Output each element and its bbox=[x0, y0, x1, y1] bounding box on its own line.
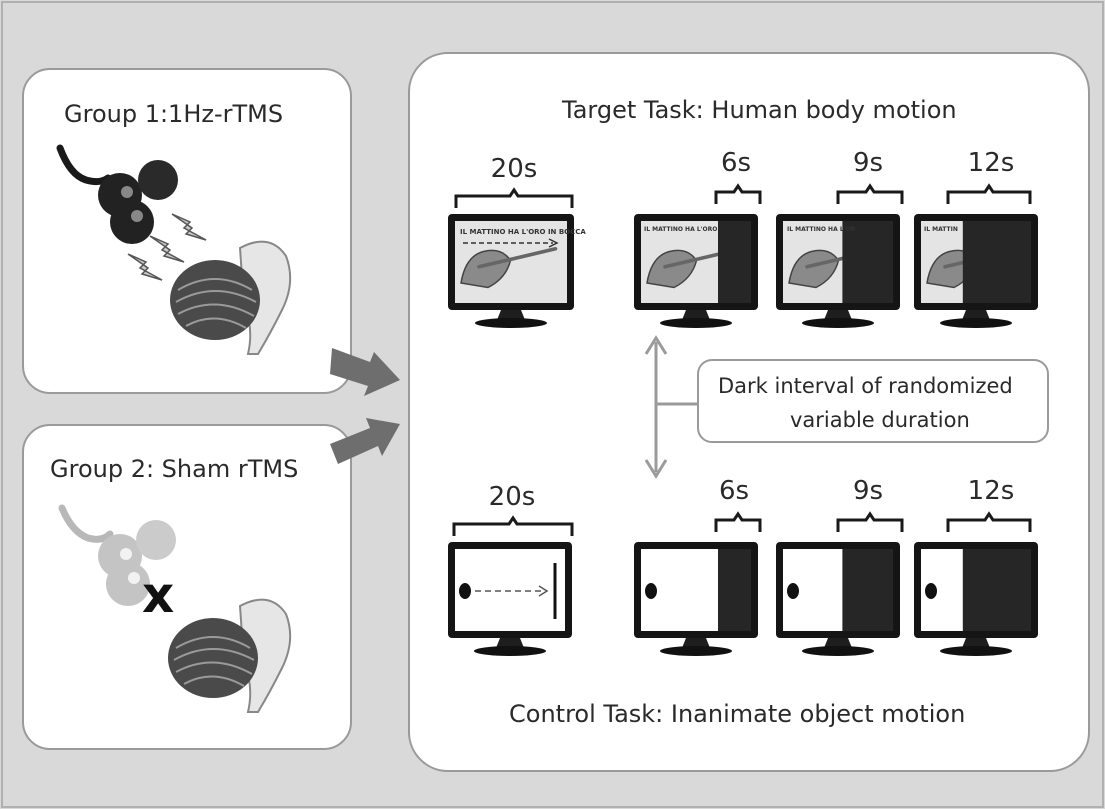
group2-label: Group 2: Sham rTMS bbox=[50, 455, 299, 483]
duration-label-20s-bottom: 20s bbox=[488, 482, 536, 512]
bracket-20s-bottom bbox=[452, 515, 574, 536]
brain-icon-2 bbox=[168, 598, 292, 713]
duration-label-6s-bottom: 6s bbox=[718, 476, 750, 506]
screen-caption-9s: IL MATTINO HA L'OR bbox=[787, 226, 856, 233]
bracket-9s-top bbox=[836, 183, 904, 204]
arrow-group2-icon bbox=[330, 418, 400, 464]
ball-icon bbox=[925, 583, 937, 599]
ball-icon bbox=[459, 583, 471, 599]
screen-caption-6s: IL MATTINO HA L'ORO bbox=[644, 226, 718, 233]
dark-interval-block bbox=[962, 549, 1031, 631]
sham-cross: x bbox=[142, 566, 174, 624]
arrow-group1-icon bbox=[330, 348, 400, 396]
bracket-12s-top bbox=[946, 183, 1032, 204]
hand-icon bbox=[646, 249, 698, 289]
ball-icon bbox=[645, 583, 657, 599]
bracket-9s-bottom bbox=[836, 511, 904, 532]
bracket-6s-top bbox=[714, 183, 762, 204]
lightning-icon bbox=[127, 213, 207, 281]
tms-coil-icon bbox=[56, 144, 178, 244]
duration-label-12s-top: 12s bbox=[967, 148, 1015, 178]
bracket-12s-bottom bbox=[946, 511, 1032, 532]
duration-label-12s-bottom: 12s bbox=[967, 476, 1015, 506]
target-task-title: Target Task: Human body motion bbox=[562, 96, 957, 124]
annotation-line-2: variable duration bbox=[790, 408, 970, 432]
dark-interval-block bbox=[842, 549, 893, 631]
bracket-20s-top bbox=[454, 187, 574, 208]
group1-panel bbox=[22, 68, 352, 394]
bracket-6s-bottom bbox=[714, 511, 762, 532]
duration-label-9s-top: 9s bbox=[852, 148, 884, 178]
duration-label-9s-bottom: 9s bbox=[852, 476, 884, 506]
hand-icon bbox=[460, 249, 512, 289]
control-task-title: Control Task: Inanimate object motion bbox=[509, 700, 966, 728]
duration-label-6s-top: 6s bbox=[720, 148, 752, 178]
dark-interval-block bbox=[962, 221, 1031, 303]
hand-icon bbox=[788, 249, 840, 289]
dark-interval-block bbox=[842, 221, 893, 303]
brain-icon bbox=[170, 240, 292, 355]
screen-caption-12s: IL MATTIN bbox=[924, 226, 958, 233]
ball-icon bbox=[787, 583, 799, 599]
dark-interval-block bbox=[718, 221, 751, 303]
annotation-line-1: Dark interval of randomized bbox=[718, 374, 1013, 398]
sham-coil-icon bbox=[58, 504, 176, 606]
group2-panel bbox=[22, 424, 352, 750]
dark-interval-block bbox=[718, 549, 751, 631]
duration-label-20s-top: 20s bbox=[490, 154, 538, 184]
screen-caption-full: IL MATTINO HA L'ORO IN BOCCA bbox=[460, 228, 586, 236]
group1-label: Group 1:1Hz-rTMS bbox=[64, 100, 284, 128]
